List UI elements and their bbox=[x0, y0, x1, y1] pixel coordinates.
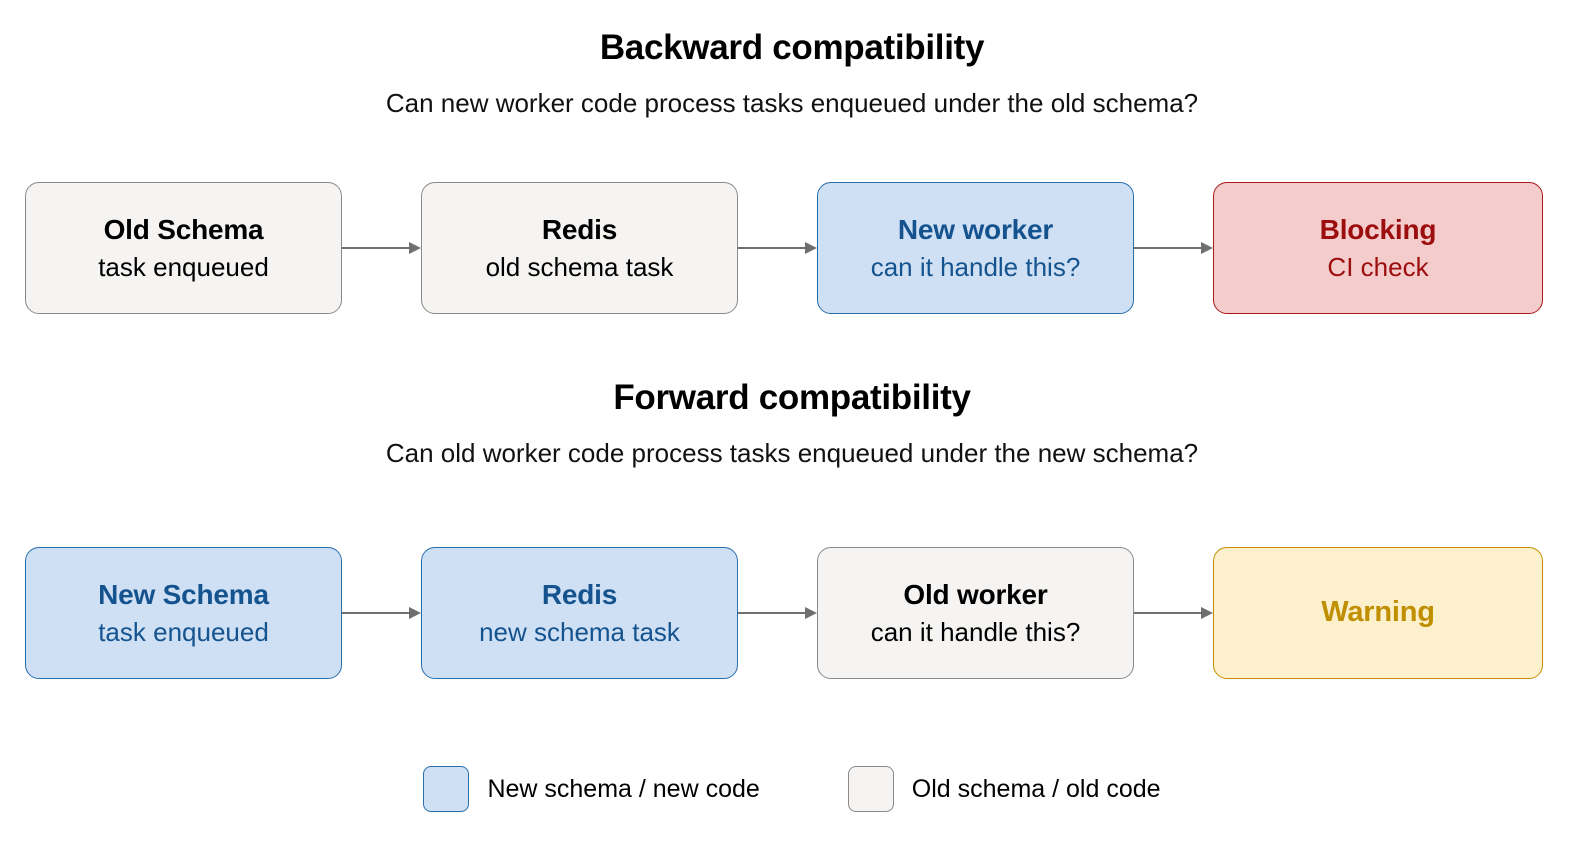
backward-section-subtitle: Can new worker code process tasks enqueu… bbox=[385, 88, 1199, 118]
forward-section-title: Forward compatibility bbox=[613, 378, 971, 417]
arrow-old-worker-to-warning bbox=[1134, 607, 1213, 619]
node-title: New Schema bbox=[98, 578, 269, 610]
arrow-old-schema-to-redis bbox=[342, 242, 421, 254]
node-new-worker[interactable]: New worker can it handle this? bbox=[817, 182, 1134, 314]
node-old-schema[interactable]: Old Schema task enqueued bbox=[25, 182, 342, 314]
backward-flow-row: Old Schema task enqueued Redis old schem… bbox=[0, 182, 1584, 318]
node-subtitle: task enqueued bbox=[98, 617, 269, 648]
backward-section-title: Backward compatibility bbox=[599, 28, 985, 67]
arrow-head-icon bbox=[805, 242, 817, 254]
node-subtitle: can it handle this? bbox=[870, 617, 1081, 648]
node-redis-old[interactable]: Redis old schema task bbox=[421, 182, 738, 314]
legend-swatch-gray-icon bbox=[847, 766, 894, 812]
forward-flow-row: New Schema task enqueued Redis new schem… bbox=[0, 547, 1584, 683]
arrow-shaft bbox=[342, 247, 410, 249]
node-new-schema[interactable]: New Schema task enqueued bbox=[25, 547, 342, 679]
node-subtitle: new schema task bbox=[479, 617, 680, 648]
node-subtitle: can it handle this? bbox=[870, 252, 1081, 283]
arrow-head-icon bbox=[409, 242, 421, 254]
node-warning[interactable]: Warning bbox=[1213, 547, 1543, 679]
arrow-redis-to-new-worker bbox=[738, 242, 817, 254]
arrow-head-icon bbox=[409, 607, 421, 619]
arrow-new-schema-to-redis bbox=[342, 607, 421, 619]
arrow-shaft bbox=[738, 612, 806, 614]
forward-section-subtitle: Can old worker code process tasks enqueu… bbox=[385, 438, 1199, 468]
arrow-new-worker-to-blocking bbox=[1134, 242, 1213, 254]
legend-label: New schema / new code bbox=[487, 774, 760, 803]
legend-item-old-schema: Old schema / old code bbox=[847, 766, 1161, 812]
node-subtitle: old schema task bbox=[485, 252, 674, 283]
node-title: Old Schema bbox=[103, 213, 264, 245]
node-title: Old worker bbox=[903, 578, 1048, 610]
legend-label: Old schema / old code bbox=[911, 774, 1161, 803]
arrow-head-icon bbox=[1201, 242, 1213, 254]
node-redis-new[interactable]: Redis new schema task bbox=[421, 547, 738, 679]
arrow-head-icon bbox=[1201, 607, 1213, 619]
arrow-shaft bbox=[342, 612, 410, 614]
node-blocking-ci-check[interactable]: Blocking CI check bbox=[1213, 182, 1543, 314]
arrow-shaft bbox=[738, 247, 806, 249]
arrow-redis-to-old-worker bbox=[738, 607, 817, 619]
arrow-shaft bbox=[1134, 612, 1202, 614]
arrow-head-icon bbox=[805, 607, 817, 619]
legend-item-new-schema: New schema / new code bbox=[423, 766, 760, 812]
arrow-shaft bbox=[1134, 247, 1202, 249]
node-title: New worker bbox=[897, 213, 1054, 245]
node-title: Blocking bbox=[1319, 213, 1437, 245]
node-old-worker[interactable]: Old worker can it handle this? bbox=[817, 547, 1134, 679]
node-subtitle: task enqueued bbox=[98, 252, 269, 283]
legend-swatch-blue-icon bbox=[423, 766, 470, 812]
node-title: Redis bbox=[541, 213, 618, 245]
node-title: Redis bbox=[541, 578, 618, 610]
node-subtitle: CI check bbox=[1327, 252, 1429, 283]
node-title: Warning bbox=[1321, 596, 1435, 629]
legend: New schema / new code Old schema / old c… bbox=[0, 766, 1584, 812]
